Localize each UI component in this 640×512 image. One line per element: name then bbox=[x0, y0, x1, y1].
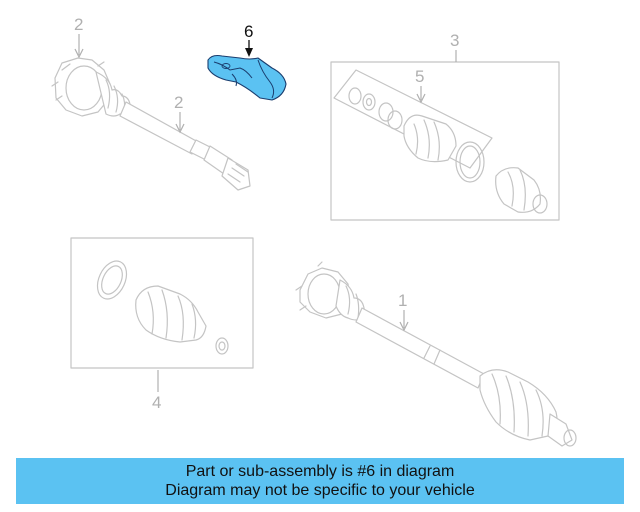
info-banner: Part or sub-assembly is #6 in diagram Di… bbox=[16, 458, 624, 504]
banner-line-disclaimer: Diagram may not be specific to your vehi… bbox=[165, 482, 475, 499]
part-6-bracket[interactable] bbox=[207, 54, 287, 101]
callout-4: 4 bbox=[152, 370, 161, 412]
svg-text:2: 2 bbox=[74, 15, 83, 34]
kit-box-3[interactable] bbox=[330, 61, 560, 221]
callout-5: 5 bbox=[415, 67, 426, 104]
svg-text:1: 1 bbox=[398, 291, 407, 310]
svg-text:3: 3 bbox=[450, 31, 459, 50]
callout-1: 1 bbox=[398, 291, 409, 332]
banner-line-part: Part or sub-assembly is #6 in diagram bbox=[185, 463, 455, 480]
svg-text:4: 4 bbox=[152, 393, 161, 412]
svg-text:6: 6 bbox=[244, 22, 253, 41]
svg-text:5: 5 bbox=[415, 67, 424, 86]
callout-2-shaft: 2 bbox=[174, 93, 185, 134]
half-shaft-upper[interactable] bbox=[51, 57, 251, 191]
axle-assembly-1[interactable] bbox=[295, 261, 577, 447]
parts-diagram: 2 2 6 bbox=[51, 15, 577, 447]
kit-box-4[interactable] bbox=[70, 237, 254, 369]
callout-3: 3 bbox=[450, 31, 459, 62]
svg-text:2: 2 bbox=[174, 93, 183, 112]
callout-2-top: 2 bbox=[74, 15, 84, 59]
callout-6: 6 bbox=[244, 22, 253, 57]
